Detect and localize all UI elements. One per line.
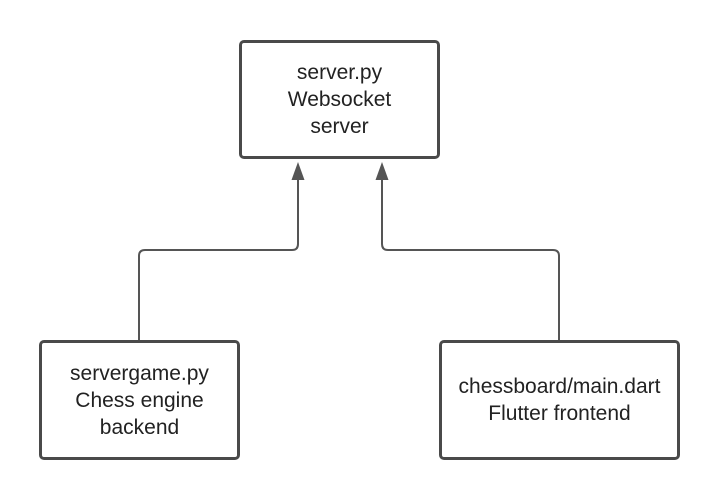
node-chessboard-line-1: chessboard/main.dart <box>458 375 661 398</box>
arrowhead-servergame-to-server <box>291 162 305 180</box>
node-server-py[interactable]: server.py Websocket server <box>239 40 440 159</box>
node-chessboard-line-2: Flutter frontend <box>488 402 631 425</box>
node-servergame-line-3: backend <box>99 415 180 439</box>
node-servergame-line-1: servergame.py <box>70 361 209 385</box>
connector-chessboard-to-server <box>381 178 560 340</box>
node-servergame-line-2: Chess engine <box>75 388 204 412</box>
node-server-line-3: server <box>310 115 369 138</box>
node-server-line-2: Websocket <box>287 88 392 111</box>
connector-servergame-to-server <box>138 178 299 340</box>
node-server-line-1: server.py <box>296 61 383 84</box>
node-servergame-py[interactable]: servergame.py Chess engine backend <box>39 340 240 460</box>
node-chessboard-main-dart[interactable]: chessboard/main.dart Flutter frontend <box>439 340 680 460</box>
arrowhead-chessboard-to-server <box>375 162 389 180</box>
